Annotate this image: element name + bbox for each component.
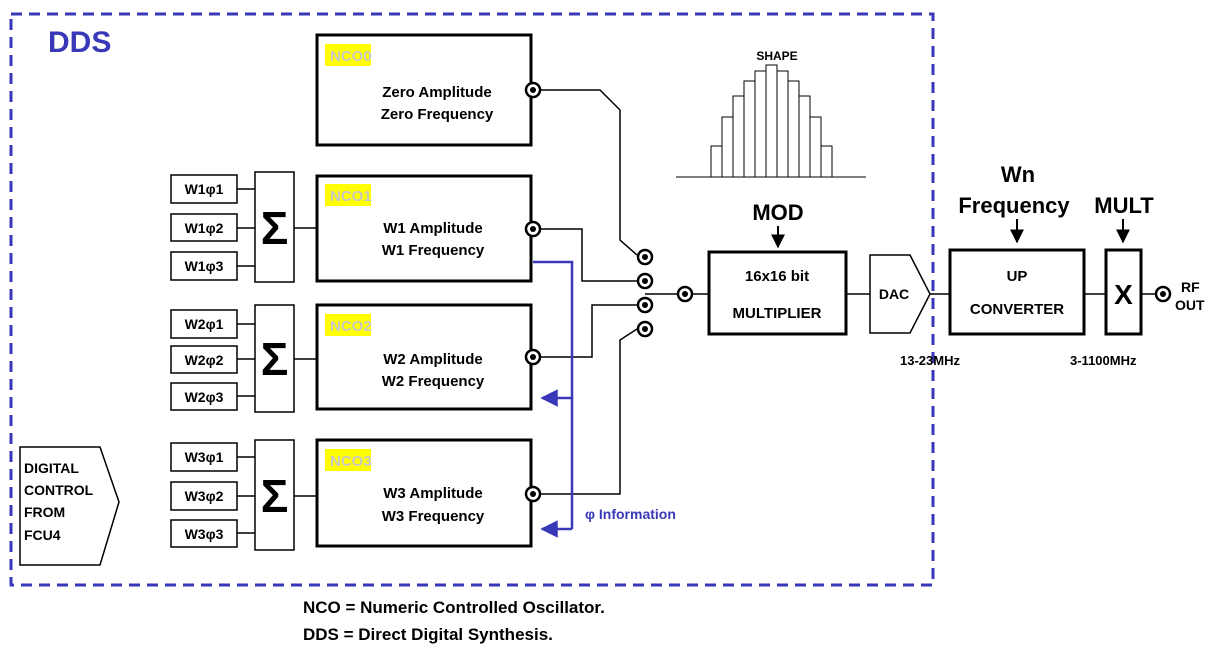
footnote-nco: NCO = Numeric Controlled Oscillator. bbox=[303, 598, 605, 617]
nco3-label: NCO3 bbox=[330, 453, 372, 470]
nco1-block: NCO1 W1 Amplitude W1 Frequency bbox=[315, 174, 533, 283]
nco0-amplitude: Zero Amplitude bbox=[382, 84, 491, 101]
upconverter-line1: UP bbox=[1007, 268, 1028, 285]
mult-symbol: X bbox=[1114, 279, 1133, 310]
output-terminals bbox=[524, 81, 542, 503]
multiplier-line1: 16x16 bit bbox=[745, 268, 809, 285]
phase-input-w1-2: W1φ2 bbox=[185, 220, 224, 236]
phase-group-3: W3φ1 W3φ2 W3φ3 Σ bbox=[170, 439, 317, 551]
summer-1 bbox=[254, 171, 295, 283]
nco3-block: NCO3 W3 Amplitude W3 Frequency bbox=[315, 438, 533, 548]
nco1-amplitude: W1 Amplitude bbox=[383, 220, 482, 237]
multiplier-line2: MULTIPLIER bbox=[733, 305, 822, 322]
nco-label-highlight bbox=[325, 44, 371, 66]
nco-label-highlight bbox=[325, 184, 371, 206]
dac-block: DAC bbox=[869, 254, 931, 334]
phase-input-w2-1: W2φ1 bbox=[185, 316, 224, 332]
phase-input-w2-2: W2φ2 bbox=[185, 352, 224, 368]
mult-label: MULT bbox=[1094, 193, 1154, 218]
footnote-dds: DDS = Direct Digital Synthesis. bbox=[303, 625, 553, 644]
nco0-block: NCO0 Zero Amplitude Zero Frequency bbox=[315, 33, 533, 147]
summer-2 bbox=[254, 304, 295, 413]
dds-title: DDS bbox=[48, 26, 111, 59]
nco3-amplitude: W3 Amplitude bbox=[383, 485, 482, 502]
phase-input-w2-3: W2φ3 bbox=[185, 389, 224, 405]
digital-control-line2: CONTROL bbox=[24, 482, 94, 498]
mult-frequency: 3-1100MHz bbox=[1070, 353, 1137, 368]
mod-label: MOD bbox=[752, 200, 803, 225]
phase-group-1: W1φ1 W1φ2 W1φ3 Σ bbox=[170, 171, 317, 283]
dac-frequency: 13-23MHz bbox=[900, 353, 960, 368]
upconverter-line2: CONVERTER bbox=[970, 301, 1064, 318]
phase-input-w1-1: W1φ1 bbox=[185, 181, 224, 197]
nco0-label: NCO0 bbox=[330, 48, 372, 65]
upconverter-block: UP CONVERTER bbox=[948, 248, 1086, 336]
phase-input-w1-3: W1φ3 bbox=[185, 258, 224, 274]
nco2-amplitude: W2 Amplitude bbox=[383, 351, 482, 368]
phase-information-label: φ Information bbox=[585, 506, 676, 522]
rf-out-line2: OUT bbox=[1175, 297, 1205, 313]
digital-control-line3: FROM bbox=[24, 504, 65, 520]
nco-label-highlight bbox=[325, 314, 371, 336]
nco1-label: NCO1 bbox=[330, 188, 372, 205]
rf-out-line1: RF bbox=[1181, 279, 1200, 295]
nco-to-switch-wiring bbox=[539, 89, 709, 495]
phase-input-w3-3: W3φ3 bbox=[185, 526, 224, 542]
nco2-block: NCO2 W2 Amplitude W2 Frequency bbox=[315, 303, 533, 411]
nco2-frequency: W2 Frequency bbox=[382, 373, 485, 390]
rf-output-terminal bbox=[1154, 285, 1172, 303]
wn-label: Wn bbox=[1001, 162, 1035, 187]
sigma-2: Σ bbox=[261, 333, 289, 385]
digital-control-line1: DIGITAL bbox=[24, 460, 79, 476]
sigma-1: Σ bbox=[261, 202, 289, 254]
dac-label: DAC bbox=[879, 286, 909, 302]
summer-3 bbox=[254, 439, 295, 551]
mult-block: X bbox=[1104, 248, 1143, 336]
nco0-frequency: Zero Frequency bbox=[381, 106, 494, 123]
shape-histogram bbox=[676, 64, 866, 178]
frequency-label: Frequency bbox=[958, 193, 1070, 218]
dds-boundary bbox=[9, 12, 935, 587]
nco1-frequency: W1 Frequency bbox=[382, 242, 485, 259]
digital-control-input: DIGITAL CONTROL FROM FCU4 bbox=[19, 446, 120, 566]
selector-switch bbox=[636, 248, 694, 338]
phase-input-w3-2: W3φ2 bbox=[185, 488, 224, 504]
nco-label-highlight bbox=[325, 449, 371, 471]
shape-label: SHAPE bbox=[756, 49, 797, 63]
nco3-frequency: W3 Frequency bbox=[382, 508, 485, 525]
sigma-3: Σ bbox=[261, 470, 289, 522]
digital-control-line4: FCU4 bbox=[24, 527, 61, 543]
phase-input-w3-1: W3φ1 bbox=[185, 449, 224, 465]
multiplier-block: 16x16 bit MULTIPLIER bbox=[707, 250, 848, 336]
nco2-label: NCO2 bbox=[330, 318, 372, 335]
phase-information-feedback bbox=[533, 260, 574, 538]
phase-group-2: W2φ1 W2φ2 W2φ3 Σ bbox=[170, 304, 317, 413]
